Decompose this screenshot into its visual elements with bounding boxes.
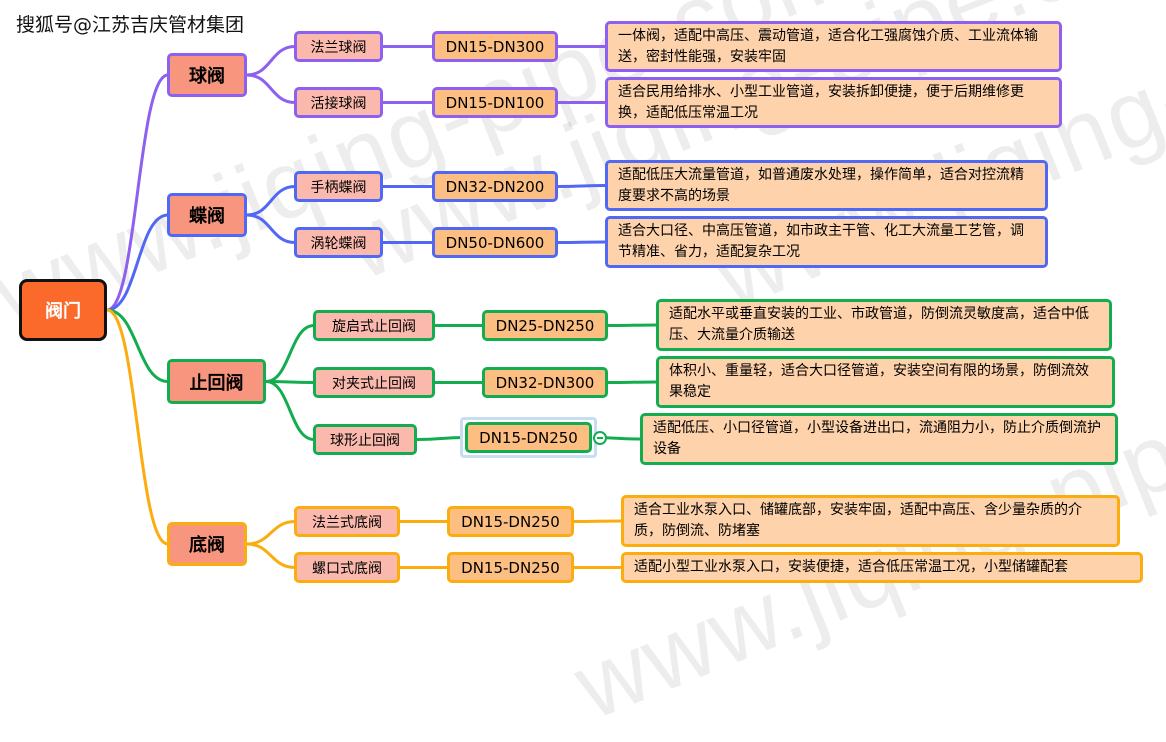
size-range-label: DN15-DN250 [479, 428, 578, 447]
size-to-description-connector [557, 184, 607, 188]
size-range-node[interactable]: DN15-DN250 [447, 506, 574, 537]
category-foot-valve[interactable]: 底阀 [167, 522, 247, 566]
size-to-description-connector [557, 240, 607, 244]
size-range-node[interactable]: DN15-DN300 [432, 31, 558, 62]
subtype-label: 法兰式底阀 [312, 514, 382, 531]
subtype-label: 法兰球阀 [310, 39, 367, 56]
description-text: 适配低压大流量管道，如普通废水处理，操作简单，适合对控流精度要求不高的场景 [618, 166, 1024, 204]
subtype-label: 对夹式止回阀 [332, 375, 416, 392]
size-range-label: DN15-DN300 [445, 37, 545, 56]
size-range-node[interactable]: DN25-DN250 [482, 310, 608, 341]
size-range-node-selected[interactable]: DN15-DN250 [465, 422, 592, 453]
description-text: 适配水平或垂直安装的工业、市政管道，防倒流灵敏度高，适合中低压、大流量介质输送 [669, 306, 1089, 343]
subtype-label: 手柄蝶阀 [310, 179, 367, 196]
size-range-label: DN15-DN250 [461, 558, 560, 577]
root-to-category-connector [106, 213, 169, 312]
root-node[interactable]: 阀门 [19, 279, 107, 341]
size-range-node[interactable]: DN15-DN100 [432, 87, 558, 118]
size-to-description-connector [573, 519, 623, 523]
size-range-label: DN25-DN250 [495, 316, 595, 335]
description-text: 一体阀，适配中高压、震动管道，适合化工强腐蚀介质、工业流体输送，密封性能强，安装… [618, 27, 1038, 65]
description-node[interactable]: 适合民用给排水、小型工业管道，安装拆卸便捷，便于后期维修更换，适配低压常温工况 [605, 77, 1062, 128]
subtype-to-size-connector [416, 436, 467, 441]
root-to-category-connector [106, 308, 169, 383]
size-to-description-connector [607, 380, 658, 384]
description-node[interactable]: 适配低压大流量管道，如普通废水处理，操作简单，适合对控流精度要求不高的场景 [605, 160, 1048, 211]
size-range-node[interactable]: DN15-DN250 [447, 552, 574, 583]
size-range-node[interactable]: DN50-DN600 [432, 227, 558, 258]
root-to-category-connector [106, 308, 169, 546]
description-node[interactable]: 一体阀，适配中高压、震动管道，适合化工强腐蚀介质、工业流体输送，密封性能强，安装… [605, 21, 1062, 72]
subtype-node[interactable]: 球形止回阀 [313, 424, 417, 455]
subtype-label: 球形止回阀 [330, 432, 400, 449]
subtype-node[interactable]: 对夹式止回阀 [313, 367, 435, 398]
subtype-node[interactable]: 法兰球阀 [294, 31, 383, 62]
subtype-node[interactable]: 旋启式止回阀 [313, 310, 435, 341]
root-label: 阀门 [45, 301, 81, 322]
category-label: 底阀 [189, 535, 225, 556]
category-to-subtype-connector [246, 73, 296, 104]
size-to-description-connector [607, 323, 658, 327]
size-range-node[interactable]: DN32-DN300 [482, 367, 608, 398]
description-text: 适配小型工业水泵入口，安装便捷，适合低压常温工况，小型储罐配套 [634, 559, 1068, 575]
category-ball-valve[interactable]: 球阀 [167, 53, 247, 97]
size-range-label: DN50-DN600 [445, 233, 545, 252]
size-range-label: DN32-DN200 [445, 177, 545, 196]
category-to-subtype-connector [246, 542, 296, 569]
root-to-category-connector [106, 73, 169, 312]
category-check-valve[interactable]: 止回阀 [167, 359, 266, 404]
description-text: 适配低压、小口径管道，小型设备进出口，流通阻力小，防止介质倒流护设备 [653, 420, 1101, 457]
description-node[interactable]: 适配低压、小口径管道，小型设备进出口，流通阻力小，防止介质倒流护设备 [640, 413, 1118, 465]
subtype-label: 活接球阀 [310, 95, 367, 112]
size-range-label: DN32-DN300 [495, 373, 595, 392]
description-node[interactable]: 适合工业水泵入口、储罐底部，安装牢固，适配中高压、含少量杂质的介质，防倒流、防堵… [621, 495, 1120, 547]
subtype-label: 螺口式底阀 [312, 560, 382, 577]
description-text: 适合工业水泵入口、储罐底部，安装牢固，适配中高压、含少量杂质的介质，防倒流、防堵… [634, 502, 1082, 539]
size-range-label: DN15-DN250 [461, 512, 560, 531]
category-label: 球阀 [189, 66, 225, 87]
category-butterfly-valve[interactable]: 蝶阀 [167, 193, 247, 237]
description-node[interactable]: 体积小、重量轻，适合大口径管道，安装空间有限的场景，防倒流效果稳定 [656, 356, 1115, 408]
category-to-subtype-connector [265, 324, 315, 383]
source-credit: 搜狐号@江苏吉庆管材集团 [16, 14, 245, 36]
collapse-minus-icon[interactable] [593, 431, 607, 445]
description-text: 体积小、重量轻，适合大口径管道，安装空间有限的场景，防倒流效果稳定 [669, 363, 1089, 400]
subtype-node[interactable]: 涡轮蝶阀 [294, 227, 383, 258]
category-to-subtype-connector [246, 45, 296, 77]
description-node[interactable]: 适合大口径、中高压管道，如市政主干管、化工大流量工艺管，调节精准、省力，适配复杂… [605, 216, 1048, 268]
subtype-label: 涡轮蝶阀 [310, 235, 367, 252]
description-node[interactable]: 适配小型工业水泵入口，安装便捷，适合低压常温工况，小型储罐配套 [621, 552, 1143, 583]
category-to-subtype-connector [246, 185, 296, 217]
subtype-node[interactable]: 螺口式底阀 [294, 552, 400, 583]
description-text: 适合民用给排水、小型工业管道，安装拆卸便捷，便于后期维修更换，适配低压常温工况 [618, 83, 1024, 121]
subtype-node[interactable]: 手柄蝶阀 [294, 171, 383, 202]
category-to-subtype-connector [246, 213, 296, 244]
category-label: 蝶阀 [189, 206, 225, 227]
subtype-node[interactable]: 活接球阀 [294, 87, 383, 118]
description-text: 适合大口径、中高压管道，如市政主干管、化工大流量工艺管，调节精准、省力，适配复杂… [618, 223, 1024, 260]
size-range-node[interactable]: DN32-DN200 [432, 171, 558, 202]
category-to-subtype-connector [265, 380, 315, 441]
category-to-subtype-connector [246, 520, 296, 546]
size-range-label: DN15-DN100 [445, 93, 545, 112]
category-label: 止回阀 [189, 372, 244, 394]
subtype-node[interactable]: 法兰式底阀 [294, 506, 400, 537]
subtype-label: 旋启式止回阀 [332, 318, 416, 335]
description-node[interactable]: 适配水平或垂直安装的工业、市政管道，防倒流灵敏度高，适合中低压、大流量介质输送 [656, 299, 1112, 351]
